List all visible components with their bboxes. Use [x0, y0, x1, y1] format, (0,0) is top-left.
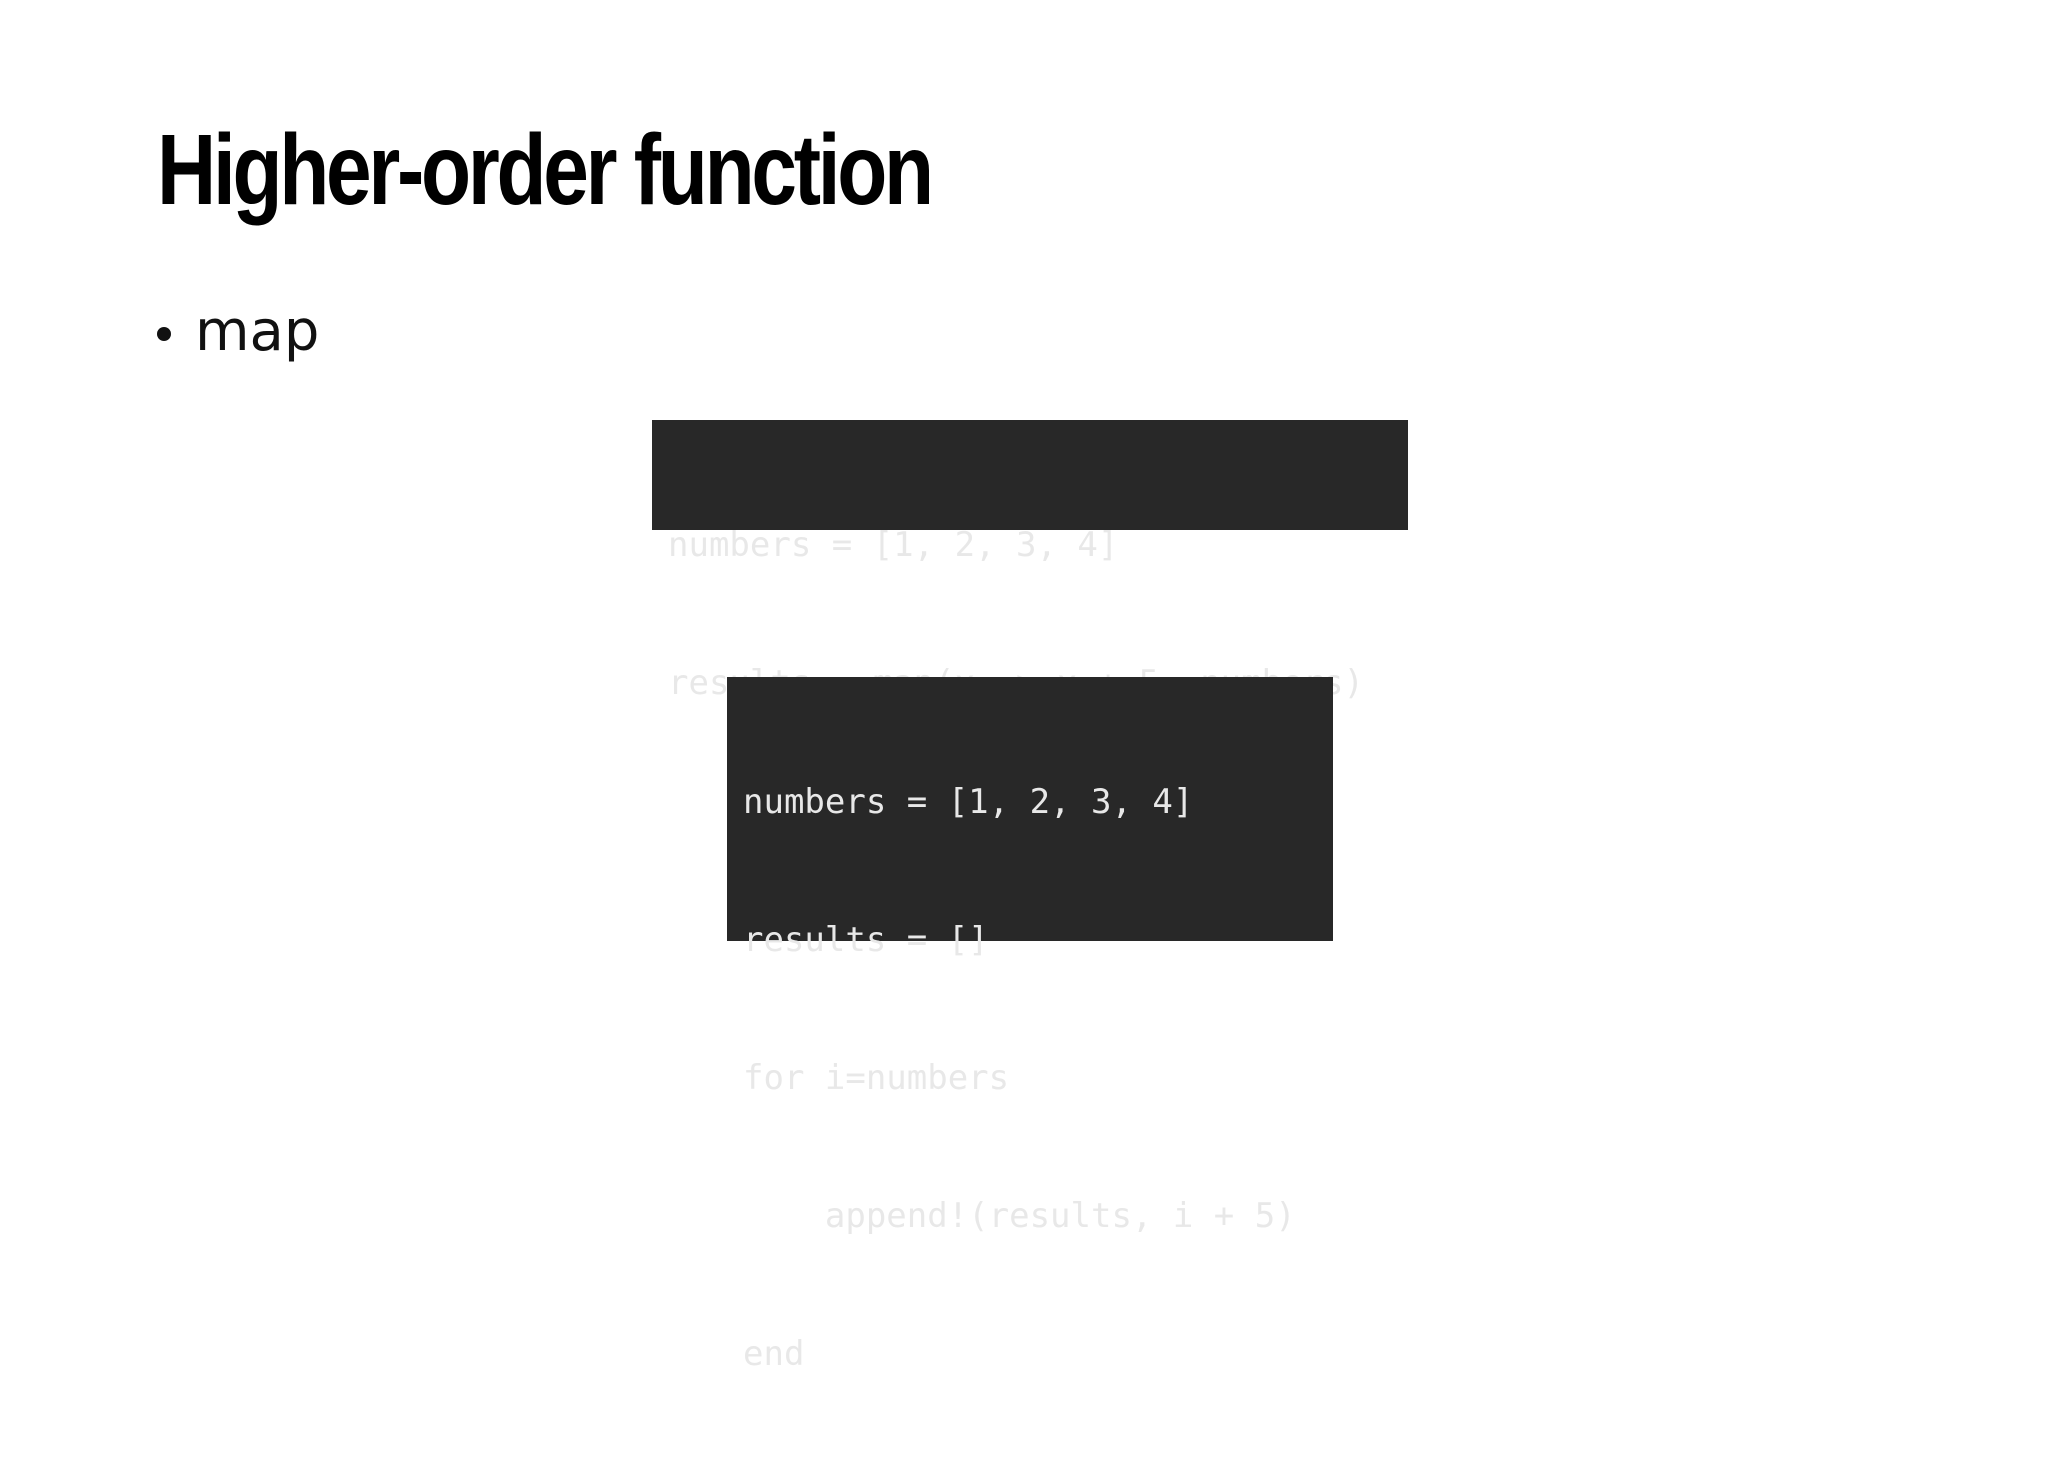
code-line: numbers = [1, 2, 3, 4]	[668, 525, 1119, 565]
code-line: results = []	[743, 920, 989, 960]
slide-title: Higher-order function	[157, 114, 934, 226]
bullet-item: map	[157, 296, 319, 368]
bullet-text: map	[195, 299, 320, 364]
bullet-dot-icon	[157, 327, 171, 341]
code-block-loop: numbers = [1, 2, 3, 4] results = [] for …	[727, 677, 1333, 1374]
code-line: numbers = [1, 2, 3, 4]	[743, 782, 1194, 822]
slide: Higher-order function map numbers = [1, …	[157, 114, 1408, 1374]
code-block-map: numbers = [1, 2, 3, 4] results = map(x -…	[652, 420, 1408, 703]
code-line: append!(results, i + 5)	[743, 1196, 1296, 1236]
code-line: for i=numbers	[743, 1058, 1010, 1098]
bullet-list: map	[157, 296, 319, 368]
code-line: end	[743, 1334, 805, 1374]
